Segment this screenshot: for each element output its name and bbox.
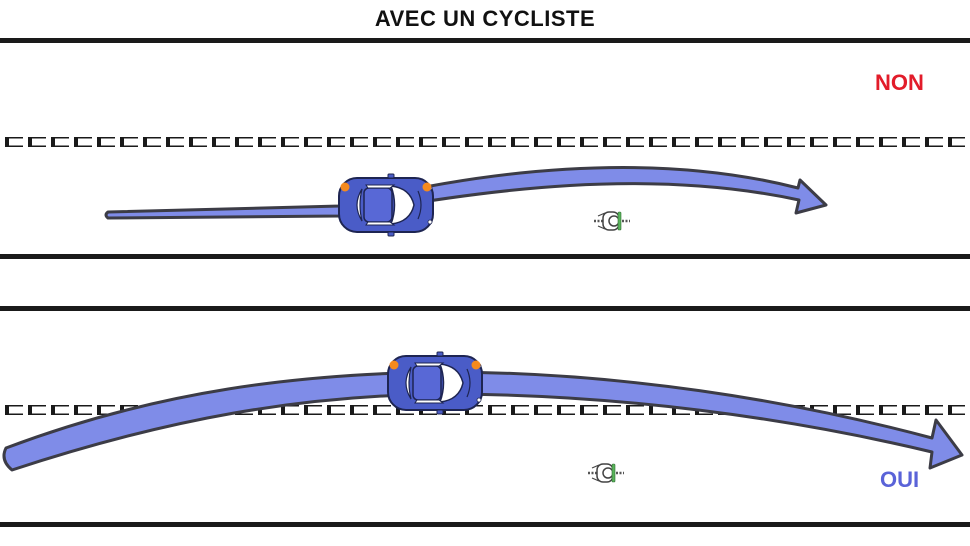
car-icon xyxy=(387,351,483,415)
indicator-light-front-left xyxy=(471,360,481,370)
indicator-light-rear-left xyxy=(340,182,350,192)
cyclist-icon xyxy=(586,462,626,484)
scenario-oui xyxy=(0,306,970,527)
car-icon xyxy=(338,173,434,237)
verdict-oui: OUI xyxy=(880,467,920,492)
road-edge-bottom xyxy=(0,254,970,259)
road-edge-top xyxy=(0,306,970,311)
cyclist-icon xyxy=(592,210,632,232)
trajectory-arrow-oui xyxy=(2,370,964,472)
road-edge-bottom xyxy=(0,522,970,527)
indicator-light-front-left xyxy=(422,182,432,192)
diagram-title: AVEC UN CYCLISTE xyxy=(374,6,596,31)
road-edge-top xyxy=(0,38,970,43)
trajectory-arrow-non xyxy=(104,166,828,220)
verdict-non: NON xyxy=(875,70,924,95)
indicator-light-rear-left xyxy=(389,360,399,370)
scenario-non xyxy=(0,38,970,259)
